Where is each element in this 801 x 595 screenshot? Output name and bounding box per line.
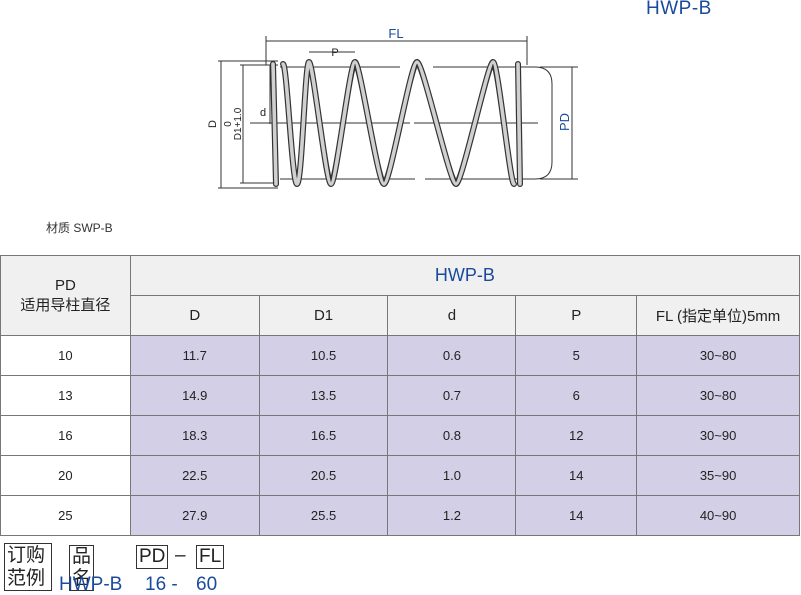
pd-box: PD <box>136 545 169 569</box>
dash: – <box>175 545 186 566</box>
D-label: D <box>207 120 219 128</box>
group-header: HWP-B <box>129 255 801 296</box>
col-header-D1: D1 <box>258 295 389 336</box>
spring-diagram: FL P d D 0 D1+1.0 PD <box>207 26 578 189</box>
order-example-label: 订购范例 <box>4 543 52 591</box>
fl-box: FL <box>196 545 225 569</box>
example-pd: 16 - <box>145 574 178 595</box>
col-header-D: D <box>129 295 260 336</box>
tolerance-label: 0 <box>223 121 234 127</box>
example-fl: 60 <box>196 574 218 595</box>
part-name-box: 品名 <box>69 545 95 591</box>
p-label: P <box>331 47 338 59</box>
pd-label: PD <box>557 113 572 131</box>
col-header-P: P <box>515 295 638 336</box>
product-title: HWP-B <box>646 0 712 19</box>
col-header-d: d <box>387 295 517 336</box>
fl-label: FL <box>388 26 403 41</box>
d-label: d <box>260 107 266 119</box>
example-part: HWP-B <box>59 574 123 595</box>
material-label: 材质 SWP-B <box>46 221 113 235</box>
D1-label: D1+1.0 <box>233 107 244 140</box>
col-header-FL: FL (指定单位)5mm <box>636 295 800 336</box>
